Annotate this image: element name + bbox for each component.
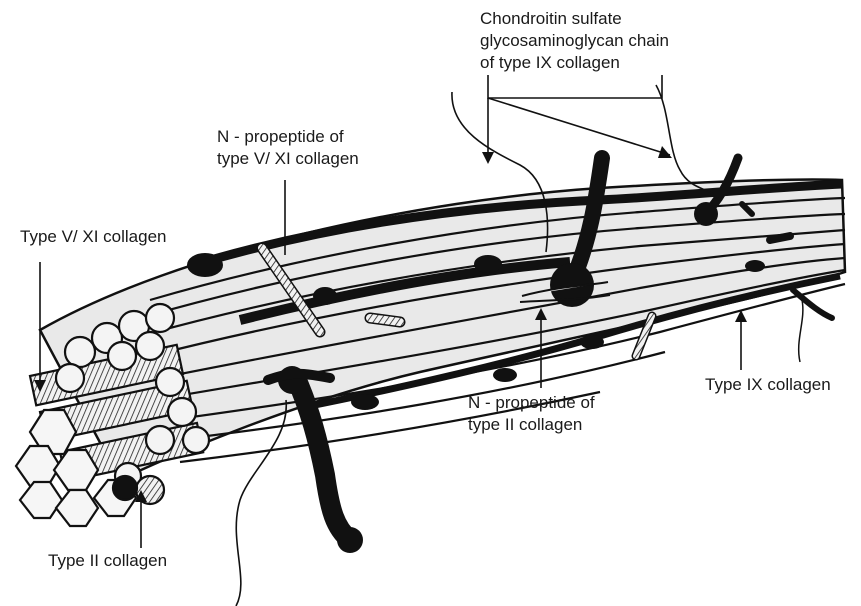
label-type-ii-text: Type II collagen xyxy=(48,550,167,572)
label-npropeptide-v-xi: N - propeptide of type V/ XI collagen xyxy=(217,126,359,170)
label-npropeptide-v-xi-line2: type V/ XI collagen xyxy=(217,148,359,170)
type-ix-tail xyxy=(793,290,832,362)
label-npropeptide-ii: N - propeptide of type II collagen xyxy=(468,392,595,436)
label-type-ii: Type II collagen xyxy=(48,550,167,572)
label-type-ix: Type IX collagen xyxy=(705,374,831,396)
label-type-v-xi-text: Type V/ XI collagen xyxy=(20,226,166,248)
label-chondroitin-line2: glycosaminoglycan chain xyxy=(480,30,669,52)
label-chondroitin-line1: Chondroitin sulfate xyxy=(480,8,669,30)
label-type-ix-text: Type IX collagen xyxy=(705,374,831,396)
label-type-v-xi: Type V/ XI collagen xyxy=(20,226,166,248)
label-chondroitin: Chondroitin sulfate glycosaminoglycan ch… xyxy=(480,8,669,74)
label-npropeptide-v-xi-line1: N - propeptide of xyxy=(217,126,359,148)
label-npropeptide-ii-line2: type II collagen xyxy=(468,414,595,436)
label-npropeptide-ii-line1: N - propeptide of xyxy=(468,392,595,414)
label-chondroitin-line3: of type IX collagen xyxy=(480,52,669,74)
